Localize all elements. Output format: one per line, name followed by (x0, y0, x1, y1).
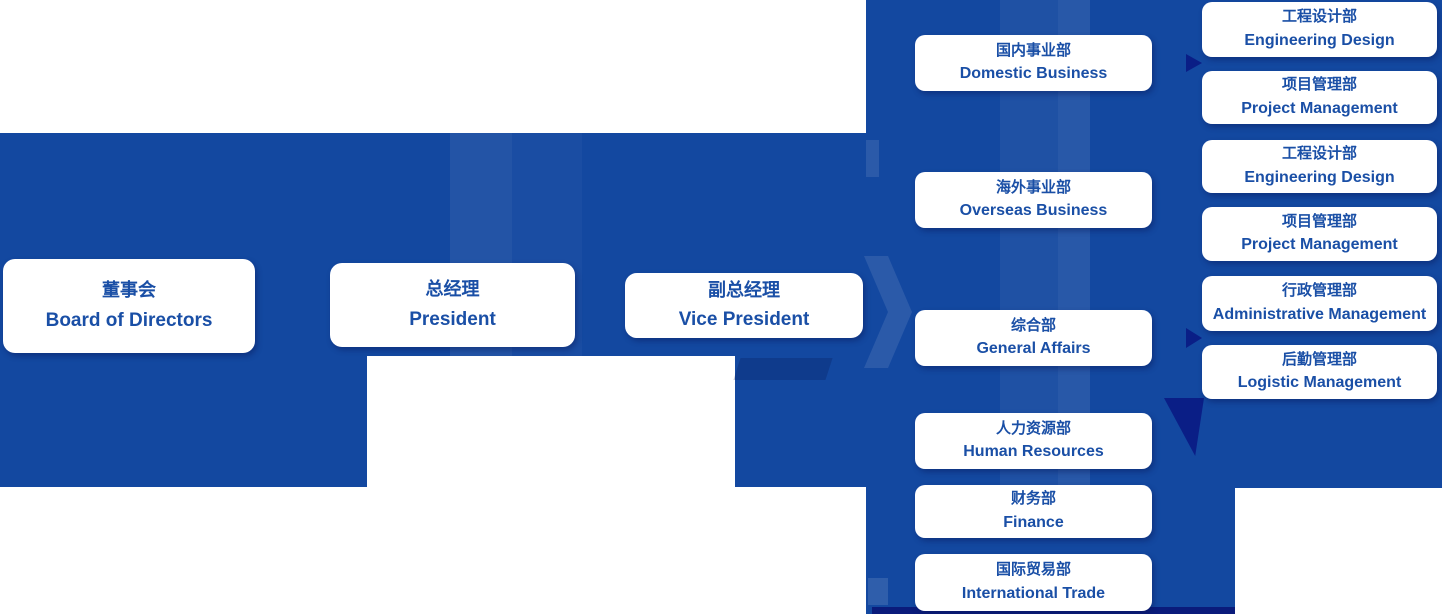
node-overseas-business: 海外事业部 Overseas Business (915, 172, 1152, 228)
node-human-resources: 人力资源部 Human Resources (915, 413, 1152, 469)
node-label-en: Logistic Management (1237, 374, 1402, 392)
node-label-zh: 财务部 (1010, 490, 1056, 508)
node-project-management-2: 项目管理部 Project Management (1202, 207, 1437, 261)
node-label-zh: 董事会 (102, 280, 156, 301)
node-label-en: Engineering Design (1244, 168, 1395, 186)
node-finance: 财务部 Finance (915, 485, 1152, 538)
node-label-zh: 综合部 (1010, 316, 1056, 334)
node-international-trade: 国际贸易部 International Trade (915, 554, 1152, 611)
node-label-zh: 人力资源部 (995, 419, 1071, 437)
node-label-en: Domestic Business (959, 65, 1108, 83)
node-label-en: Overseas Business (959, 202, 1108, 220)
node-label-en: International Trade (961, 584, 1106, 602)
node-general-affairs: 综合部 General Affairs (915, 310, 1152, 366)
node-label-zh: 总经理 (425, 279, 480, 300)
node-label-en: Engineering Design (1244, 31, 1395, 49)
node-label-zh: 工程设计部 (1281, 145, 1357, 163)
node-label-zh: 后勤管理部 (1281, 350, 1357, 368)
bg-left-notch (367, 356, 735, 487)
node-domestic-business: 国内事业部 Domestic Business (915, 35, 1152, 91)
node-label-zh: 国内事业部 (995, 41, 1071, 59)
node-label-zh: 工程设计部 (1281, 8, 1357, 26)
node-engineering-design-2: 工程设计部 Engineering Design (1202, 140, 1437, 193)
node-label-en: Project Management (1241, 236, 1398, 254)
node-label-zh: 副总经理 (708, 279, 780, 300)
node-vice-president: 副总经理 Vice President (625, 273, 863, 338)
node-engineering-design-1: 工程设计部 Engineering Design (1202, 2, 1437, 57)
node-label-en: Administrative Management (1212, 305, 1427, 323)
node-label-en: General Affairs (976, 340, 1091, 358)
node-logistic-management: 后勤管理部 Logistic Management (1202, 345, 1437, 399)
node-label-en: Project Management (1241, 99, 1398, 117)
node-board-of-directors: 董事会 Board of Directors (3, 259, 255, 353)
node-label-en: Finance (1003, 513, 1064, 531)
node-president: 总经理 President (330, 263, 575, 347)
node-administrative-management: 行政管理部 Administrative Management (1202, 276, 1437, 331)
node-project-management-1: 项目管理部 Project Management (1202, 71, 1437, 124)
node-label-zh: 海外事业部 (995, 178, 1071, 196)
node-label-zh: 项目管理部 (1281, 212, 1357, 230)
node-label-en: Human Resources (963, 443, 1104, 461)
node-label-en: Vice President (678, 309, 810, 331)
node-label-zh: 行政管理部 (1281, 282, 1357, 300)
node-label-en: Board of Directors (45, 309, 213, 331)
node-label-zh: 项目管理部 (1281, 76, 1357, 94)
node-label-en: President (409, 308, 496, 330)
node-label-zh: 国际贸易部 (995, 561, 1071, 579)
